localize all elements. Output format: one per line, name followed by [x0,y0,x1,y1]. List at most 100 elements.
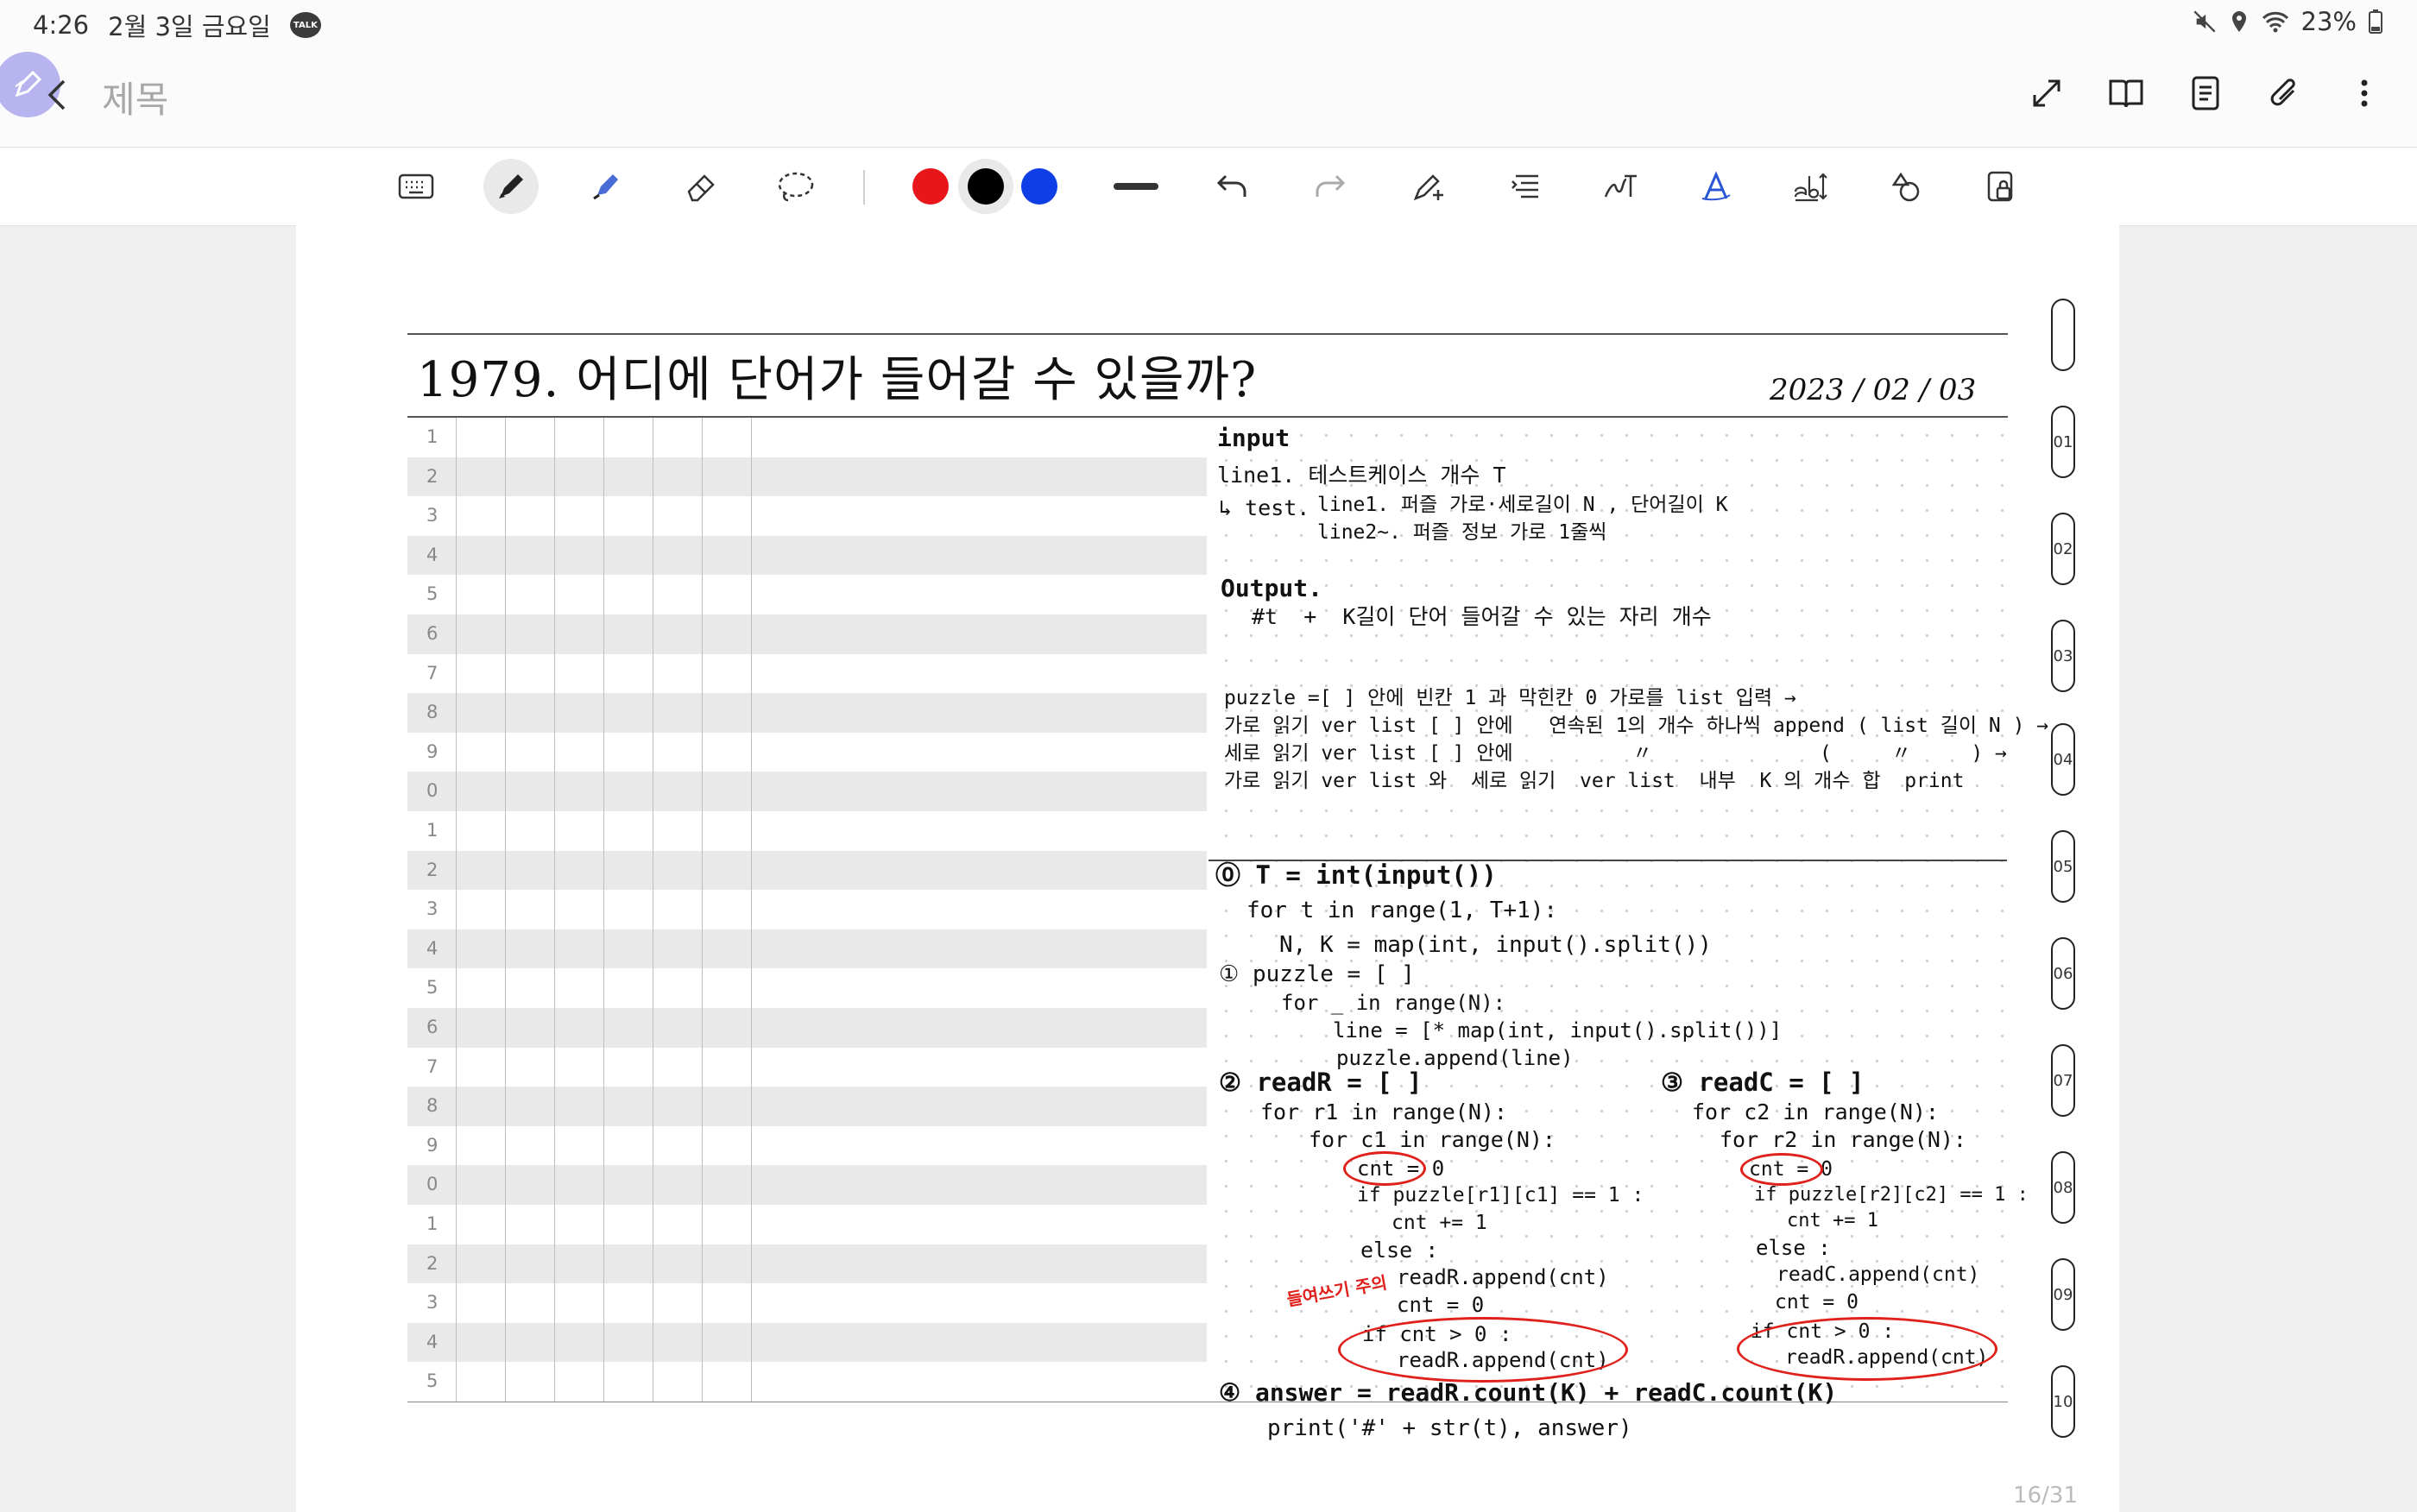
index-tab-09[interactable]: 09 [2051,1258,2075,1331]
hw-readC-1: for c2 in range(N): [1692,1099,1939,1125]
grid-row-number: 5 [426,583,439,605]
hw-readC-0: ③ readC = [ ] [1661,1068,1865,1097]
talk-notification-icon: TALK [289,12,321,38]
document-title[interactable]: 제목 [102,79,169,121]
grid-row: 5 [407,1362,1207,1402]
hw-plan-2: 가로 읽기 ver list [ ] 안에 연속된 1의 개수 하나씩 appe… [1224,715,2049,737]
text-align-icon[interactable] [1499,159,1554,214]
wifi-icon [2262,9,2289,34]
hw-test-line1: line1. 퍼즐 가로·세로길이 N , 단어길이 K [1317,494,1728,516]
index-tab-07[interactable]: 07 [2051,1044,2075,1117]
grid-row: 6 [407,1008,1207,1048]
hw-readR-7: readR.append(cnt) [1397,1265,1609,1289]
color-red-swatch[interactable] [903,159,958,214]
grid-row-number: 1 [426,426,439,447]
grid-row-number: 2 [426,465,439,487]
hw-readC-7: readC.append(cnt) [1776,1263,1980,1286]
hw-readC-6: else : [1756,1236,1831,1260]
red-circle-annotation [1737,1317,1997,1381]
shapes-icon[interactable] [1878,159,1934,214]
grid-row: 3 [407,890,1207,929]
attach-icon[interactable] [2262,67,2308,119]
grid-column-line [456,418,457,1402]
hw-code-0: ⓪ T = int(input()) [1215,860,1497,890]
index-tab-10[interactable]: 10 [2051,1365,2075,1438]
redo-icon[interactable] [1302,159,1357,214]
hw-line1: line1. 테스트케이스 개수 T [1217,463,1506,488]
undo-icon[interactable] [1205,159,1260,214]
grid-row: 9 [407,1126,1207,1166]
grid-row-number: 2 [426,1252,439,1274]
lock-page-icon[interactable] [1973,159,2029,214]
battery-level: 23% [2300,7,2357,36]
grid-row-number: 9 [426,1134,439,1156]
floating-pen-icon[interactable] [0,52,60,117]
hw-plan-4: 가로 읽기 ver list 와 세로 읽기 ver list 내부 K 의 개… [1224,770,1965,792]
note-title: 1979. 어디에 단어가 들어갈 수 있을까? [417,352,1258,408]
grid-row: 0 [407,772,1207,811]
status-left: 4:26 2월 3일 금요일 TALK [33,7,321,43]
color-black-swatch[interactable] [958,159,1013,214]
grid-row: 1 [407,1205,1207,1244]
highlighter-icon[interactable] [578,159,634,214]
text-style-icon[interactable] [1688,159,1744,214]
page-list-icon[interactable] [2182,67,2229,119]
index-tab-04[interactable]: 04 [2051,723,2075,796]
hw-readR-5: cnt += 1 [1392,1212,1487,1234]
mute-icon [2193,9,2217,34]
hw-readC-4: if puzzle[r2][c2] == 1 : [1754,1184,2029,1206]
pen-tool-icon[interactable] [483,159,539,214]
index-tab-05[interactable]: 05 [2051,830,2075,903]
hw-readR-4: if puzzle[r1][c1] == 1 : [1357,1184,1644,1206]
text-spacing-icon[interactable] [1783,159,1839,214]
grid-row: 7 [407,654,1207,694]
grid-row: 4 [407,1322,1207,1363]
hw-code-2: N, K = map(int, input().split()) [1279,932,1712,958]
fullscreen-icon[interactable] [2023,67,2070,119]
grid-column-line [751,418,752,1402]
grid-row-number: 7 [426,1055,439,1077]
index-tab-blank[interactable] [2051,299,2075,371]
index-tab-08[interactable]: 08 [2051,1151,2075,1224]
index-tab-06[interactable]: 06 [2051,937,2075,1010]
back-button[interactable] [35,69,78,121]
drawing-toolbar [0,147,2417,226]
hw-code-6: puzzle.append(line) [1336,1046,1574,1070]
grid-row-number: 6 [426,623,439,644]
grid-row: 8 [407,1087,1207,1126]
hw-answer-0: ④ answer = readR.count(K) + readC.count(… [1219,1378,1838,1407]
hw-readR-2: for c1 in range(N): [1309,1127,1556,1152]
location-icon [2229,9,2250,34]
grid-row-number: 0 [426,1174,439,1195]
grid-row-number: 3 [426,505,439,526]
keyboard-icon[interactable] [388,159,444,214]
book-view-icon[interactable] [2103,67,2149,119]
hw-output-line1: #t + K길이 단어 들어갈 수 있는 자리 개수 [1252,604,1712,629]
index-tab-03[interactable]: 03 [2051,620,2075,692]
title-actions [2023,67,2388,119]
index-tab-02[interactable]: 02 [2051,513,2075,585]
color-blue-swatch[interactable] [1012,159,1067,214]
status-right: 23% [2193,7,2382,36]
red-circle-annotation [1338,1317,1628,1383]
status-date: 2월 3일 금요일 [108,12,271,41]
more-options-icon[interactable] [2341,67,2388,119]
grid-row: 4 [407,535,1207,576]
hw-readC-5: cnt += 1 [1787,1210,1878,1232]
grid-row: 1 [407,418,1207,457]
grid-row: 4 [407,929,1207,969]
grid-column-line [603,418,604,1402]
grid-row: 6 [407,614,1207,654]
lasso-select-icon[interactable] [768,159,824,214]
handwriting-to-text-icon[interactable] [1593,159,1649,214]
grid-row-number: 4 [426,1331,439,1352]
pen-thickness-icon[interactable] [1108,159,1164,214]
eraser-icon[interactable] [673,159,729,214]
index-tab-01[interactable]: 01 [2051,406,2075,478]
hw-readR-0: ② readR = [ ] [1219,1068,1423,1097]
grid-row: 9 [407,733,1207,772]
hw-readC-2: for r2 in range(N): [1720,1127,1966,1152]
pen-settings-icon[interactable] [1402,159,1457,214]
grid-row-number: 4 [426,937,439,959]
